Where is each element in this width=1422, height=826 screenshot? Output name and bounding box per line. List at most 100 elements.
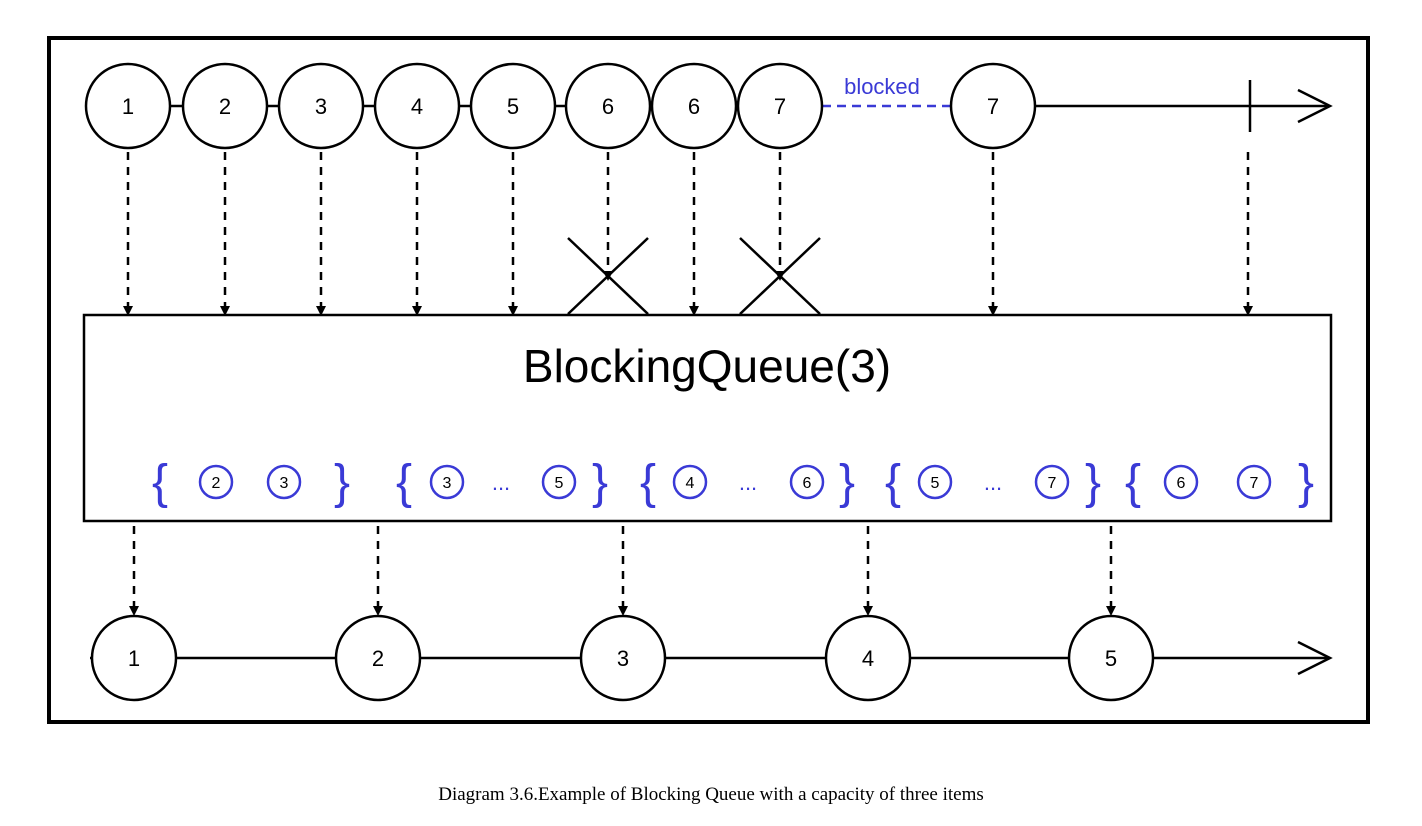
rejected-cross-icon: [567, 237, 649, 315]
input-item-circle: [949, 62, 1037, 150]
output-item-label: 2: [372, 646, 384, 671]
input-item-node: 4: [373, 62, 461, 150]
queued-item-circle: [1034, 464, 1070, 500]
dequeue-arrows: [129, 526, 1116, 616]
output-item-node: 5: [1067, 614, 1155, 702]
rejected-cross-icon: [739, 237, 821, 315]
input-item-circle: [373, 62, 461, 150]
output-item-circle: [1067, 614, 1155, 702]
input-item-label: 1: [122, 94, 134, 119]
input-item-node: 7: [736, 62, 824, 150]
queued-item-label: 2: [212, 475, 221, 492]
cross-stroke: [567, 237, 649, 315]
cross-stroke: [739, 237, 821, 315]
input-item-node: 1: [84, 62, 172, 150]
right-brace: }: [592, 456, 608, 509]
input-item-label: 3: [315, 94, 327, 119]
ellipsis: ...: [984, 470, 1002, 495]
output-item-circle: [90, 614, 178, 702]
queue-snapshot: {5... 7}: [885, 456, 1101, 509]
queued-item-label: 5: [555, 475, 564, 492]
output-item-label: 1: [128, 646, 140, 671]
diagram-caption: Diagram 3.6.Example of Blocking Queue wi…: [438, 784, 984, 805]
queued-item-label: 5: [931, 475, 940, 492]
output-item-circle: [334, 614, 422, 702]
queued-item-circle: [1163, 464, 1199, 500]
output-item-node: 4: [824, 614, 912, 702]
queue-snapshot: {6 7}: [1125, 456, 1314, 509]
ellipsis: ...: [492, 470, 510, 495]
queued-item-label: 6: [803, 475, 812, 492]
input-item-label: 7: [774, 94, 786, 119]
input-item-node: 6: [650, 62, 738, 150]
queued-item-label: 7: [1250, 475, 1259, 492]
output-items: 1 2 3 4 5: [90, 614, 1155, 702]
left-brace: {: [152, 456, 168, 509]
output-item-node: 1: [90, 614, 178, 702]
blocked-label: blocked: [844, 74, 920, 99]
input-timeline: blocked 1 2 3 4 5 6 6 7 7: [84, 62, 1333, 150]
queued-item-label: 6: [1177, 475, 1186, 492]
queued-item-label: 7: [1048, 475, 1057, 492]
right-brace: }: [1085, 456, 1101, 509]
input-item-label: 7: [987, 94, 999, 119]
input-item-circle: [181, 62, 269, 150]
queued-item-label: 4: [686, 475, 695, 492]
output-timeline: 1 2 3 4 5: [90, 614, 1333, 702]
queued-item-circle: [672, 464, 708, 500]
output-item-circle: [579, 614, 667, 702]
queue-snapshots: {2 3} {3... 5} {4... 6} {5... 7} {6 7}: [152, 456, 1314, 509]
queued-item-circle: [789, 464, 825, 500]
right-brace: }: [839, 456, 855, 509]
input-item-circle: [564, 62, 652, 150]
input-item-circle: [650, 62, 738, 150]
input-item-label: 4: [411, 94, 423, 119]
left-brace: {: [1125, 456, 1141, 509]
left-brace: {: [396, 456, 412, 509]
queued-item-circle: [917, 464, 953, 500]
input-item-node: 2: [181, 62, 269, 150]
output-item-label: 5: [1105, 646, 1117, 671]
queued-item-circle: [1236, 464, 1272, 500]
input-items: 1 2 3 4 5 6 6 7 7: [84, 62, 1037, 150]
queued-item-circle: [198, 464, 234, 500]
rejection-marks: [567, 237, 821, 315]
left-brace: {: [640, 456, 656, 509]
queued-item-label: 3: [280, 475, 289, 492]
output-item-label: 4: [862, 646, 874, 671]
input-item-node: 7: [949, 62, 1037, 150]
input-item-node: 5: [469, 62, 557, 150]
output-item-node: 3: [579, 614, 667, 702]
input-item-label: 6: [602, 94, 614, 119]
input-item-label: 2: [219, 94, 231, 119]
queue-snapshot: {4... 6}: [640, 456, 855, 509]
queue-title: BlockingQueue(3): [523, 340, 891, 392]
queue-snapshot: {3... 5}: [396, 456, 608, 509]
enqueue-arrows: [123, 152, 1253, 316]
queued-item-circle: [541, 464, 577, 500]
input-item-circle: [277, 62, 365, 150]
input-item-node: 3: [277, 62, 365, 150]
queued-item-circle: [266, 464, 302, 500]
input-item-label: 5: [507, 94, 519, 119]
output-item-node: 2: [334, 614, 422, 702]
queue-snapshot: {2 3}: [152, 456, 350, 509]
diagram-frame: [47, 36, 1370, 724]
input-item-circle: [736, 62, 824, 150]
output-timeline-arrowhead: [1297, 640, 1333, 676]
left-brace: {: [885, 456, 901, 509]
input-item-label: 6: [688, 94, 700, 119]
right-brace: }: [1298, 456, 1314, 509]
input-item-node: 6: [564, 62, 652, 150]
right-brace: }: [334, 456, 350, 509]
input-timeline-arrowhead: [1297, 88, 1333, 124]
input-item-circle: [469, 62, 557, 150]
ellipsis: ...: [739, 470, 757, 495]
output-item-circle: [824, 614, 912, 702]
queued-item-circle: [429, 464, 465, 500]
input-item-circle: [84, 62, 172, 150]
output-item-label: 3: [617, 646, 629, 671]
queued-item-label: 3: [443, 475, 452, 492]
